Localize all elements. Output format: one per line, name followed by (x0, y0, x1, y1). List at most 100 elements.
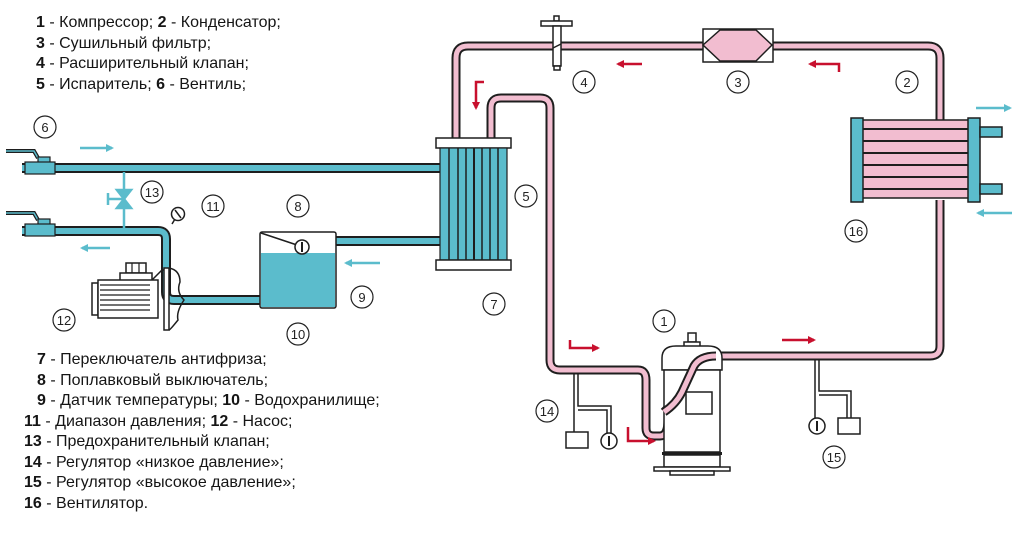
callout-11: 11 (201, 194, 225, 218)
legend-row: 16 - Вентилятор. (24, 494, 380, 515)
legend-number: 2 (157, 14, 167, 31)
svg-text:6: 6 (41, 120, 48, 135)
svg-text:5: 5 (522, 189, 529, 204)
callout-10: 10 (286, 322, 310, 346)
svg-text:12: 12 (57, 313, 71, 328)
svg-text:1: 1 (660, 314, 667, 329)
flow-arrow (808, 60, 841, 72)
legend-number: 4 (36, 55, 45, 72)
legend-text: - Регулятор «низкое давление»; (41, 453, 284, 471)
water-tank (259, 231, 337, 309)
legend-row: 14 - Регулятор «низкое давление»; (24, 453, 380, 474)
legend-row: 9 - Датчик температуры; 10 - Водохранили… (24, 391, 380, 412)
legend-number: 9 (37, 392, 46, 409)
legend-text: - Расширительный клапан; (44, 55, 249, 72)
legend-row: 1 - Компрессор; 2 - Конденсатор; (36, 13, 281, 34)
water-pipe (22, 163, 440, 305)
legend-number: 16 (24, 494, 42, 512)
svg-text:4: 4 (580, 75, 587, 90)
legend-text: - Испаритель; (44, 75, 157, 93)
legend-text: - Вентилятор. (41, 494, 149, 512)
legend-row: 4 - Расширительный клапан; (36, 54, 281, 75)
legend-row: 8 - Поплавковый выключатель; (24, 371, 380, 392)
legend-text: - Насос; (228, 412, 293, 430)
svg-text:14: 14 (540, 404, 554, 419)
legend-number: 13 (24, 433, 42, 450)
svg-text:3: 3 (734, 75, 741, 90)
callout-15: 15 (822, 445, 846, 469)
callout-14: 14 (535, 399, 559, 423)
legend-number: 7 (37, 351, 46, 368)
legend-number: 8 (37, 371, 46, 389)
legend-top: 1 - Компрессор; 2 - Конденсатор; 3 - Суш… (36, 13, 281, 95)
low-pressure-regulator (565, 374, 618, 450)
svg-text:9: 9 (358, 290, 365, 305)
callout-3: 3 (726, 70, 750, 94)
svg-text:15: 15 (827, 450, 841, 465)
legend-number: 6 (156, 75, 166, 93)
legend-bottom: 7 - Переключатель антифриза; 8 - Поплавк… (24, 350, 380, 514)
legend-row: 3 - Сушильный фильтр; (36, 34, 281, 55)
legend-row: 13 - Предохранительный клапан; (24, 432, 380, 453)
svg-text:13: 13 (145, 185, 159, 200)
legend-text: - Диапазон давления; (40, 412, 211, 430)
callout-5: 5 (514, 184, 538, 208)
svg-text:10: 10 (291, 327, 305, 342)
legend-text: - Регулятор «высокое давление»; (41, 474, 296, 491)
legend-text: - Сушильный фильтр; (44, 34, 212, 52)
callout-6: 6 (33, 115, 57, 139)
flow-arrow (568, 340, 600, 352)
legend-number: 5 (36, 75, 45, 93)
expansion-valve (540, 15, 573, 71)
svg-text:7: 7 (490, 297, 497, 312)
svg-text:8: 8 (294, 199, 301, 214)
legend-text: - Датчик температуры; (45, 392, 223, 409)
callouts: 1 2 3 4 5 6 7 8 9 10 11 12 13 14 15 16 (33, 70, 919, 469)
legend-number: 15 (24, 474, 42, 491)
legend-row: 11 - Диапазон давления; 12 - Насос; (24, 412, 380, 433)
legend-text: - Переключатель антифриза; (45, 351, 267, 368)
legend-row: 5 - Испаритель; 6 - Вентиль; (36, 75, 281, 96)
condenser (850, 117, 1003, 203)
legend-text: - Поплавковый выключатель; (45, 371, 269, 389)
callout-2: 2 (895, 70, 919, 94)
callout-7: 7 (482, 292, 506, 316)
callout-8: 8 (286, 194, 310, 218)
legend-row: 15 - Регулятор «высокое давление»; (24, 473, 380, 494)
callout-1: 1 (652, 309, 676, 333)
legend-number: 14 (24, 453, 42, 471)
pump (91, 262, 185, 331)
callout-4: 4 (572, 70, 596, 94)
callout-16: 16 (844, 219, 868, 243)
callout-12: 12 (52, 308, 76, 332)
pressure-gauge (170, 206, 186, 225)
legend-number: 1 (36, 14, 45, 31)
valve-bottom (6, 211, 56, 237)
safety-valve (106, 172, 134, 228)
legend-number: 11 (24, 412, 41, 430)
svg-text:11: 11 (206, 199, 220, 214)
legend-number: 3 (36, 34, 45, 52)
legend-number: 10 (222, 392, 241, 409)
callout-13: 13 (140, 180, 164, 204)
legend-text: - Вентиль; (165, 75, 247, 93)
dryer-filter (701, 28, 774, 63)
legend-number: 12 (210, 412, 229, 430)
svg-text:2: 2 (903, 75, 910, 90)
flow-arrows-water (80, 104, 1012, 267)
legend-text: - Компрессор; (44, 14, 158, 31)
evaporator (435, 137, 512, 271)
legend-row: 7 - Переключатель антифриза; (24, 350, 380, 371)
high-pressure-regulator (808, 360, 861, 435)
legend-text: - Водохранилище; (240, 392, 380, 409)
valve-top (6, 149, 56, 175)
compressor (653, 332, 731, 476)
flow-arrow (626, 427, 656, 445)
svg-text:16: 16 (849, 224, 863, 239)
legend-text: - Конденсатор; (166, 14, 281, 31)
flow-arrows-refrigerant (472, 60, 841, 445)
flow-arrow (472, 80, 484, 110)
legend-text: - Предохранительный клапан; (41, 433, 270, 450)
callout-9: 9 (350, 285, 374, 309)
